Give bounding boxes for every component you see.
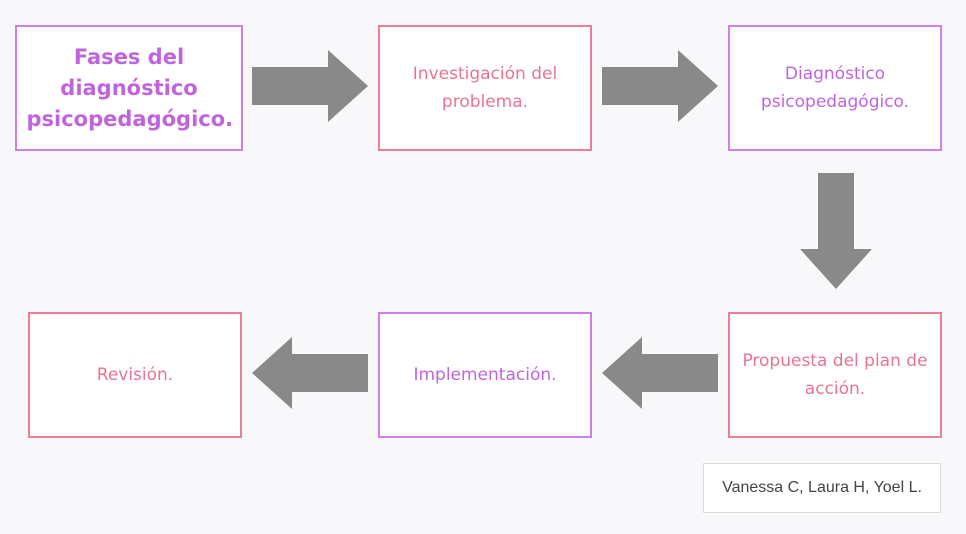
arrow-right-icon <box>252 50 368 122</box>
step-review-box: Revisión. <box>28 312 242 438</box>
step-implementation-text: Implementación. <box>413 365 557 385</box>
step-action-plan-text: Propuesta del plan de acción. <box>742 351 928 399</box>
step-investigation-text: Investigación del problema. <box>412 64 558 112</box>
title-box: Fases del diagnóstico psicopedagógico. <box>15 25 243 151</box>
arrow-left-icon <box>252 337 368 409</box>
credit-box: Vanessa C, Laura H, Yoel L. <box>703 463 941 513</box>
step-review-text: Revisión. <box>96 365 174 385</box>
credit-text: Vanessa C, Laura H, Yoel L. <box>722 479 922 496</box>
title-text: Fases del diagnóstico psicopedagógico. <box>26 44 234 131</box>
arrow-down-icon <box>800 173 872 289</box>
arrow-right-icon <box>602 50 718 122</box>
step-diagnosis-box: Diagnóstico psicopedagógico. <box>728 25 942 151</box>
step-action-plan-box: Propuesta del plan de acción. <box>728 312 942 438</box>
step-investigation-box: Investigación del problema. <box>378 25 592 151</box>
step-implementation-box: Implementación. <box>378 312 592 438</box>
arrow-left-icon <box>602 337 718 409</box>
step-diagnosis-text: Diagnóstico psicopedagógico. <box>760 64 910 112</box>
